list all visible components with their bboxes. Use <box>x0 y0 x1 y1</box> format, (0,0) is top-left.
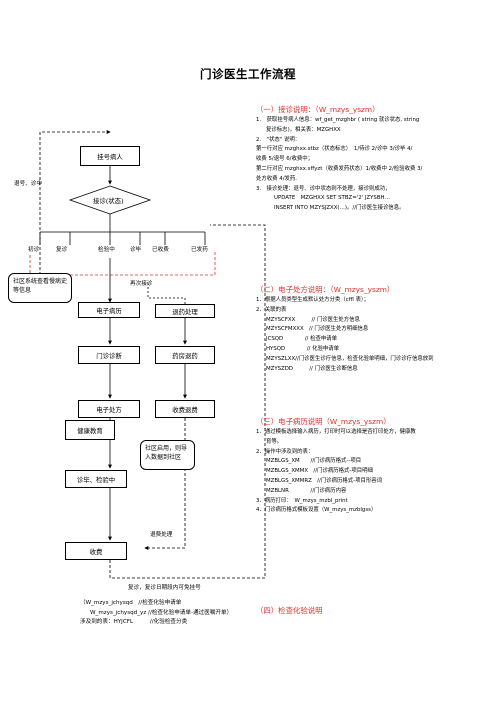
section-3-title: （三）电子病历说明（W_mzys_yszm） <box>256 417 391 426</box>
reconsult-label: 再次接诊 <box>130 281 153 287</box>
section-1: （一）接诊说明：（W_mzys_yszm） 1. 获取挂号病人信息：wf_get… <box>256 104 494 214</box>
history-note: 社区系统查看慢病史等信息 <box>8 273 72 303</box>
s1-line: 2. "状态" 说明： <box>256 136 301 143</box>
s2-line: JCSQD // 检查申请单 <box>266 336 338 343</box>
state-5: 已收费 <box>152 247 169 253</box>
emr-box: 电子病历 <box>78 302 140 318</box>
state-2: 复诊 <box>56 247 68 253</box>
s2-line: MZYSCFXX // 门诊医生处方信息 <box>266 316 360 323</box>
state-4: 诊毕 <box>130 247 142 253</box>
s3-line: 3．病历打印： W_mzys_mzbl_print <box>256 497 348 504</box>
s3-line: MZBLGS_XMMX //门诊病历格式-项目明细 <box>266 468 373 475</box>
bottom-line-1: （W_mzys_jchysqd //检查化验申请单 <box>80 600 182 606</box>
fee-box: 收费 <box>65 542 127 560</box>
refund-proc-box: 退药处理 <box>155 304 215 318</box>
rx-box: 电子处方 <box>78 400 140 418</box>
diag-box: 门诊诊断 <box>78 346 140 364</box>
s1-line: 复诊标志)，相关表：MZGHXX <box>266 126 341 133</box>
bottom-line-3: 涉及到的表：HYJCFL //化验检查分类 <box>80 619 188 626</box>
s1-line: 3. 接诊处理：退号、诊中状态则不处理，接诊则成功， <box>256 185 391 192</box>
s3-line: 育等。 <box>266 438 283 445</box>
page-title: 门诊医生工作流程 <box>200 67 296 81</box>
s1-line: 1. 获取挂号病人信息：wf_get_mzghbr ( string 就诊状态,… <box>256 117 420 123</box>
s2-line: 2．关联的表 <box>256 306 287 313</box>
pharm-refund-box: 药房退药 <box>155 346 215 364</box>
s2-line: MZYSZLXX//门诊医生诊疗信息，检查化验单明细，门诊诊疗信息放到 <box>266 355 434 362</box>
s1-line: 第二行对应 mzghxx.sffyzt（收费发药状态）1/收费中 2/检验收费 … <box>256 165 423 172</box>
s3-line: MZBLNR //门诊病历内容 <box>266 487 347 494</box>
loop-return-line <box>39 130 111 275</box>
register-box: 挂号病人 <box>80 146 140 166</box>
s1-line: INSERT INTO MZYSJZXX(…)。//门诊医生接诊信息。 <box>274 205 405 212</box>
return-label: 退号、诊中 <box>14 181 42 187</box>
bottom-line-2: W_mzys_jchysqd_yz //检查化验申请单-通过医嘱开单） <box>90 609 233 616</box>
s2-line: MZYSZDD // 门诊医生诊断信息 <box>266 365 358 372</box>
s3-line: 4．门诊病历格式模板设置（W_mzys_mzblgss） <box>256 507 377 514</box>
reconsult-note: 复诊，复诊日期段内可免挂号 <box>128 585 201 591</box>
s1-line: 处方收费 4/发药. <box>256 175 298 182</box>
fee-refund-box: 收费退费 <box>155 400 215 418</box>
s3-line: 2．操作中涉及到的表： <box>256 448 314 455</box>
bottom-notes: （W_mzys_jchysqd //检查化验申请单 W_mzys_jchysqd… <box>80 599 232 628</box>
s3-line: 1．通过模板选择输入病历，打印时可以选择是否打印处方，健康教 <box>256 429 416 435</box>
section-4: （四）检查化验说明 <box>256 605 494 617</box>
exam-box: 诊毕、检验中 <box>65 470 127 488</box>
s2-line: HYSQD // 化验申请单 <box>266 345 340 352</box>
s3-line: MZBLGS_XMMRZ //门诊病历格式-项目形容词 <box>266 477 383 484</box>
community-note: 社区启用，则导入数据到社区 <box>140 440 195 470</box>
section-2: （二）电子处方说明：（W_mzys_yszm） 1．根据人员类型生成默认处方分类… <box>256 284 494 374</box>
s2-line: 1．根据人员类型生成默认处方分类（cffl 表）； <box>256 297 370 303</box>
state-6: 已发药 <box>191 247 208 253</box>
return-proc-label: 退费处理 <box>150 532 173 538</box>
s1-line: UPDATE MZGHXX SET STBZ='2' JZYSBH… <box>274 195 390 202</box>
visit-diamond-label: 接诊(状态) <box>93 197 124 205</box>
section-1-title: （一）接诊说明：（W_mzys_yszm） <box>256 105 380 114</box>
s2-line: MZYSCFMXXX // 门诊医生处方明细信息 <box>266 326 369 333</box>
health-box: 健康教育 <box>65 420 115 440</box>
section-3: （三）电子病历说明（W_mzys_yszm） 1．通过模板选择输入病历，打印时可… <box>256 416 494 516</box>
section-2-title: （二）电子处方说明：（W_mzys_yszm） <box>256 285 395 294</box>
state-1: 初诊 <box>28 247 40 253</box>
s3-line: MZBLGS_XM //门诊病历格式--项目 <box>266 458 362 465</box>
s1-line: 收费 5/退号 6/收费中； <box>256 156 314 163</box>
state-3: 检验中 <box>98 247 115 253</box>
section-4-title: （四）检查化验说明 <box>256 606 323 615</box>
s1-line: 第一行对应 mzghxx.stbz（状态标志） 1/待诊 2/诊中 3/诊毕 4… <box>256 146 413 153</box>
